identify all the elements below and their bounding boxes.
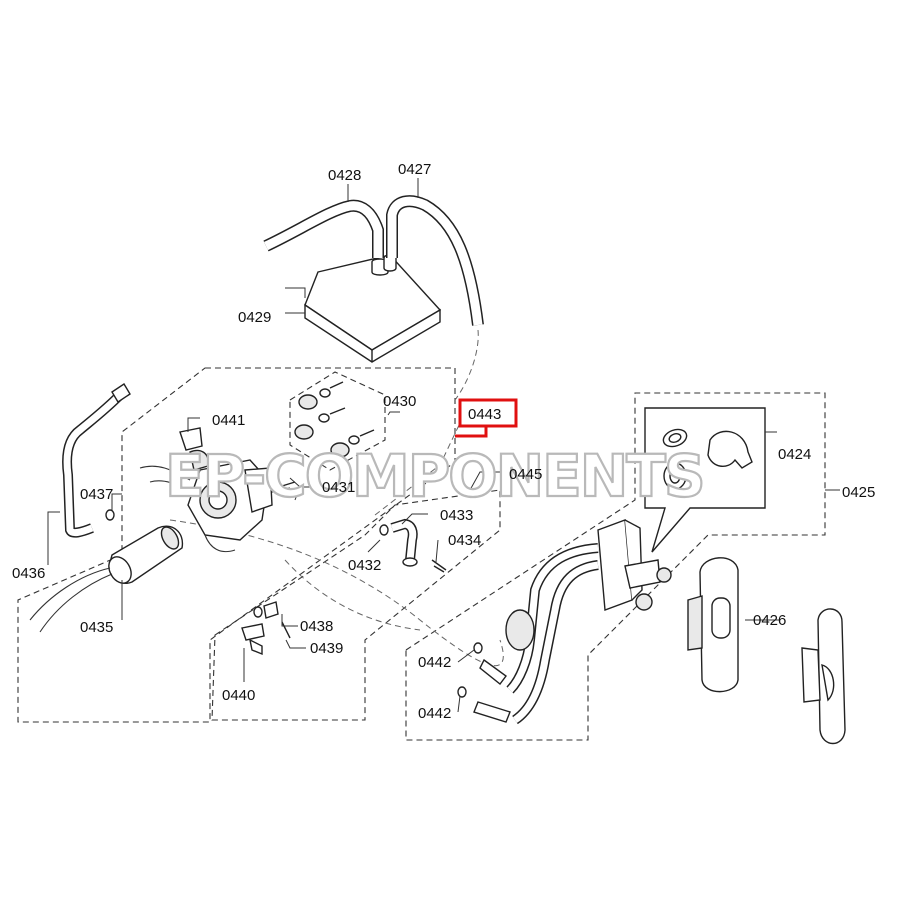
- label-0431[interactable]: 0431: [322, 479, 355, 496]
- distributor-assembly: [457, 519, 672, 725]
- label-0440[interactable]: 0440: [222, 687, 255, 704]
- label-0442-lower[interactable]: 0442: [418, 705, 451, 722]
- label-0445[interactable]: 0445: [509, 466, 542, 483]
- label-0435[interactable]: 0435: [80, 619, 113, 636]
- heater-element: [29, 525, 184, 633]
- label-0442-upper[interactable]: 0442: [418, 654, 451, 671]
- label-0436[interactable]: 0436: [12, 565, 45, 582]
- pump-block: [139, 427, 296, 553]
- front-panel-plates: [687, 557, 846, 745]
- label-0428[interactable]: 0428: [328, 167, 361, 184]
- leader-lines: [47, 178, 840, 713]
- valve-fitting: [241, 601, 291, 656]
- label-0427[interactable]: 0427: [398, 161, 431, 178]
- group-boundaries: [17, 367, 826, 741]
- water-tank-assembly: [263, 195, 484, 401]
- label-0426[interactable]: 0426: [753, 612, 786, 629]
- label-0434[interactable]: 0434: [448, 532, 481, 549]
- label-0443[interactable]: 0443: [468, 406, 501, 423]
- label-0425[interactable]: 0425: [842, 484, 875, 501]
- label-0438[interactable]: 0438: [300, 618, 333, 635]
- label-0432[interactable]: 0432: [348, 557, 381, 574]
- label-0437[interactable]: 0437: [80, 486, 113, 503]
- watermark-text: EP-COMPONENTS: [165, 442, 704, 510]
- elbow-connector: [379, 518, 447, 573]
- steam-pipe-assembly: [62, 383, 131, 538]
- label-0430[interactable]: 0430: [383, 393, 416, 410]
- label-0433[interactable]: 0433: [440, 507, 473, 524]
- label-0439[interactable]: 0439: [310, 640, 343, 657]
- highlight-0443: [455, 398, 518, 438]
- grommet-screw-set: [289, 371, 386, 471]
- label-0441[interactable]: 0441: [212, 412, 245, 429]
- label-0429[interactable]: 0429: [238, 309, 271, 326]
- part-labels: 0428 0427 0429 0430 0441 0443 0424 0425 …: [12, 161, 875, 722]
- knob-detail-callout: [644, 407, 766, 553]
- label-0424[interactable]: 0424: [778, 446, 811, 463]
